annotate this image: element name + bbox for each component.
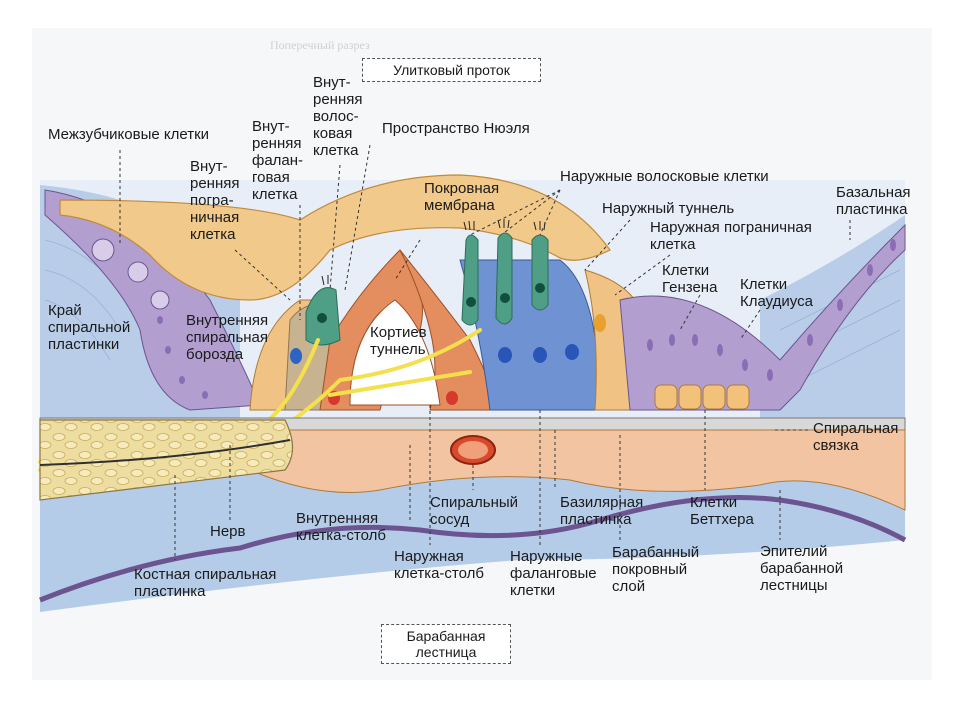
outer-pillar-cell	[399, 249, 501, 411]
deiters-nuclei	[498, 344, 579, 363]
label-nerve: Нерв	[210, 523, 246, 540]
boettcher-cells	[654, 384, 750, 410]
label-tympanic-covering-layer: Барабанный покровный слой	[612, 544, 700, 595]
label-tectorial-membrane: Покровная мембрана	[424, 180, 500, 214]
label-inner-spiral-sulcus: Внутренняя спиральная борозда	[186, 312, 269, 363]
label-scala-tympani-epithelium: Эпителий барабанной лестницы	[760, 543, 844, 594]
leader-lines	[119, 144, 851, 560]
inner-hair-cell-nucleus	[317, 313, 327, 323]
label-claudius-cells: Клетки Клаудиуса	[740, 276, 813, 310]
label-outer-hair-cells: Наружные волосковые клетки	[560, 168, 769, 185]
label-cochlear-duct: Улитковый проток	[362, 58, 541, 82]
label-hensen-cells: Клетки Гензена	[662, 262, 718, 296]
tympanic-covering-layer	[249, 429, 906, 511]
claudius-nuclei	[647, 239, 896, 381]
label-basilar-membrane: Базилярная пластинка	[560, 494, 644, 528]
pillar-nucleus-2	[446, 391, 458, 405]
claudius-epithelium	[619, 223, 906, 411]
label-inner-pillar-cell: Внутренняя клетка-столб	[296, 510, 386, 544]
hair-cell-nuclei	[466, 283, 545, 307]
label-inner-phalangeal-cell: Внут- ренняя фалан- говая клетка	[252, 118, 304, 203]
label-basal-lamina: Базальная пластинка	[836, 184, 911, 218]
label-scala-tympani: Барабанная лестница	[381, 624, 511, 664]
label-outer-tunnel: Наружный туннель	[602, 200, 735, 217]
spiral-vessel-lumen	[458, 441, 488, 459]
label-corti-tunnel: Кортиев туннель	[370, 324, 427, 358]
nerve-sheath	[39, 439, 291, 466]
ghost-text-top: Поперечный разрез	[270, 38, 370, 52]
osseous-spiral-lamina	[39, 419, 294, 501]
label-interdental-cells: Межзубчиковые клетки	[48, 126, 210, 143]
interdental-bulbs	[91, 238, 170, 310]
label-osseous-spiral-lamina: Костная спиральная пластинка	[134, 566, 277, 600]
label-spiral-ligament: Спиральная связка	[813, 420, 899, 454]
label-outer-border-cell: Наружная пограничная клетка	[650, 219, 812, 253]
scala-tympani-epithelium	[39, 495, 907, 603]
outer-border-nucleus	[594, 314, 606, 332]
label-spiral-lamina-edge: Край спиральной пластинки	[48, 302, 131, 353]
label-nuel-space: Пространство Нюэля	[382, 120, 530, 137]
label-boettcher-cells: Клетки Беттхера	[690, 494, 754, 528]
label-inner-hair-cell: Внут- ренняя волос- ковая клетка	[313, 74, 363, 159]
label-outer-pillar-cell: Наружная клетка-столб	[394, 548, 484, 582]
inner-phalangeal-nucleus	[290, 348, 302, 364]
label-inner-border-cell: Внут- ренняя погра- ничная клетка	[190, 158, 240, 243]
label-outer-phalangeal-cells: Наружные фаланговые клетки	[510, 548, 597, 599]
label-spiral-vessel: Спиральный сосуд	[430, 494, 519, 528]
